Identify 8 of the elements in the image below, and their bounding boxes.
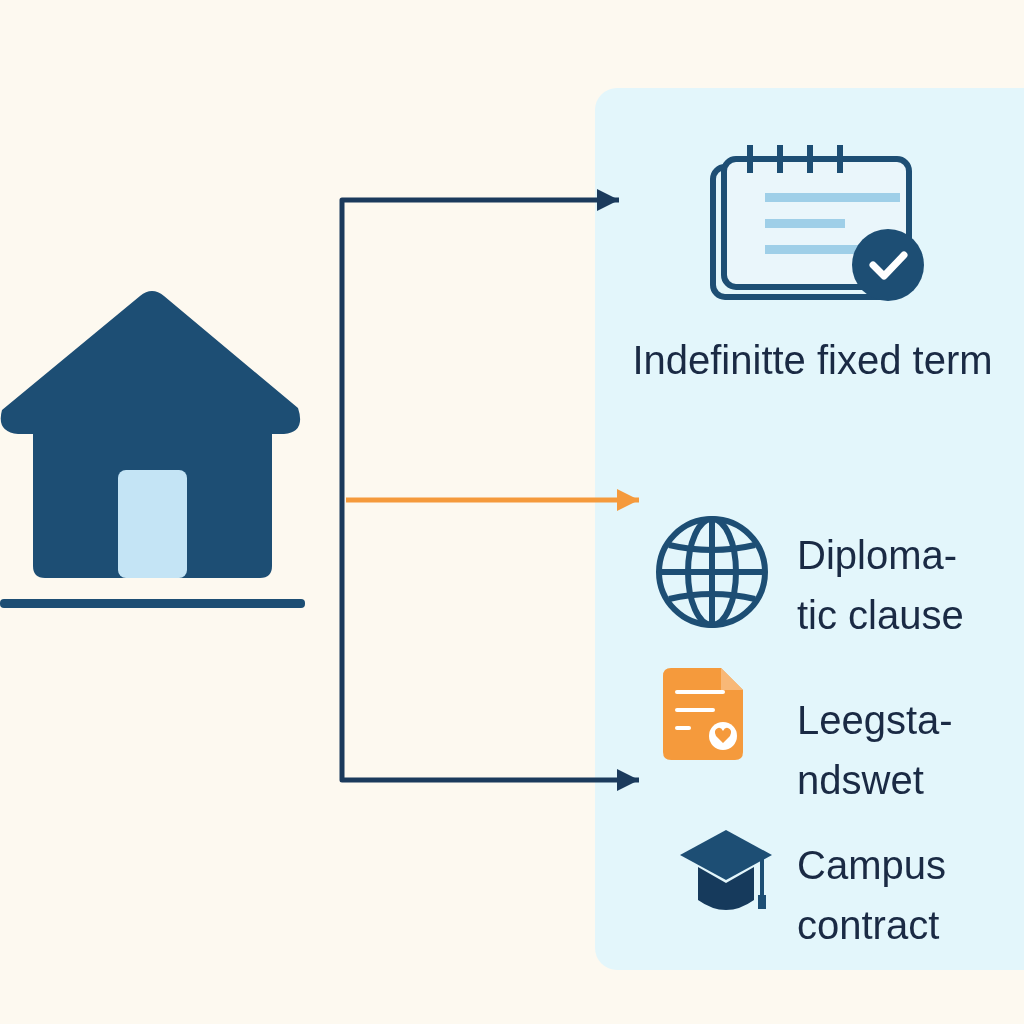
- arrow: [339, 188, 619, 490]
- item-label: Indefinitte fixed term: [631, 337, 994, 384]
- item-label: Diploma- tic clause: [797, 532, 965, 639]
- arrow: [339, 490, 639, 792]
- panel-background: [595, 88, 1024, 970]
- arrow: [346, 488, 639, 512]
- item-label: Campus contract: [797, 842, 947, 949]
- item-label: Leegsta- ndswet: [797, 697, 954, 804]
